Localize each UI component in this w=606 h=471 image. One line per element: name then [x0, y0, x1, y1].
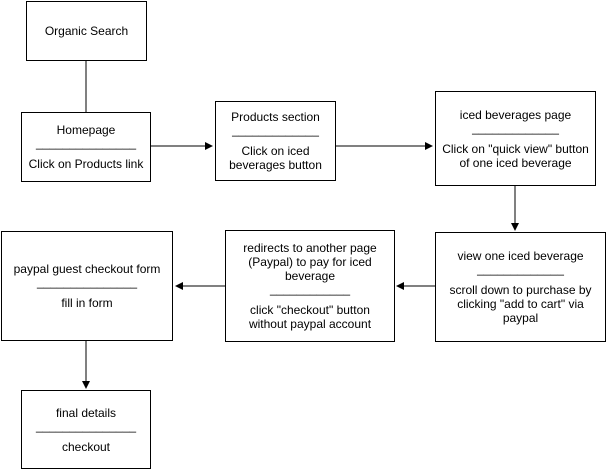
node-divider: _______________ — [35, 136, 137, 150]
node-title: final details — [55, 405, 117, 420]
node-title: iced beverages page — [459, 107, 572, 122]
node-view-iced-beverage: view one iced beverage _____________ scr… — [435, 232, 606, 342]
node-title: redirects to another page (Paypal) to pa… — [243, 241, 377, 283]
node-divider: _____________ — [477, 262, 564, 276]
node-organic-search: Organic Search — [26, 1, 147, 61]
node-action: Click on Products link — [28, 157, 144, 171]
node-action: click "checkout" button without paypal a… — [248, 303, 372, 331]
node-action: scroll down to purchase by clicking "add… — [449, 283, 592, 325]
node-homepage: Homepage _______________ Click on Produc… — [21, 112, 151, 182]
node-paypal-guest-form: paypal guest checkout form _____________… — [1, 231, 173, 341]
node-divider: _______________ — [36, 275, 138, 289]
node-iced-beverages-page: iced beverages page _____________ Click … — [435, 91, 596, 186]
node-products-section: Products section _____________ Click on … — [215, 101, 336, 181]
node-title: view one iced beverage — [457, 249, 584, 263]
node-title: Homepage — [56, 123, 116, 137]
node-final-details: final details _______________ checkout — [21, 390, 151, 469]
node-divider: _______________ — [35, 418, 137, 433]
node-divider: _____________ — [472, 120, 559, 135]
node-title: paypal guest checkout form — [13, 262, 161, 276]
node-action: Click on "quick view" button of one iced… — [442, 141, 589, 170]
node-action: fill in form — [61, 296, 113, 310]
node-title: Products section — [231, 110, 320, 124]
node-divider: _____________ — [232, 123, 319, 137]
node-action: checkout — [61, 439, 111, 454]
node-title: Organic Search — [44, 24, 129, 38]
node-divider: ____________ — [269, 282, 351, 296]
node-redirect-paypal: redirects to another page (Paypal) to pa… — [225, 230, 395, 342]
node-action: Click on iced beverages button — [229, 144, 322, 172]
